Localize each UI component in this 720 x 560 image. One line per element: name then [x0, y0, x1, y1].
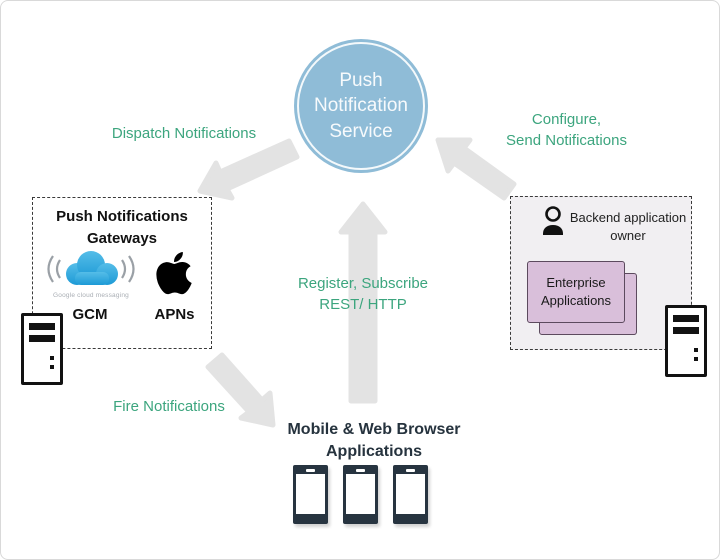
server-led	[50, 356, 54, 360]
phone-speaker	[406, 469, 415, 472]
gcm-label: GCM	[72, 306, 108, 323]
gateways-box-title: Push Notifications Gateways	[56, 208, 188, 247]
enterprise-applications-label: Enterprise Applications	[540, 275, 612, 308]
phone-speaker	[356, 469, 365, 472]
circle-inner-ring	[297, 42, 425, 170]
gateways-box: Push Notifications Gateways Google cloud…	[32, 197, 212, 349]
push-notification-service-node: Push Notification Service	[294, 39, 428, 173]
phone-icon	[343, 465, 378, 524]
server-bar	[29, 335, 55, 342]
server-led	[694, 357, 698, 361]
dispatch-notifications-label: Dispatch Notifications	[111, 125, 257, 142]
server-led	[50, 365, 54, 369]
enterprise-app-card: Enterprise Applications	[527, 261, 625, 323]
register-subscribe-label: Register, Subscribe REST/ HTTP	[297, 275, 429, 313]
phone-screen	[396, 474, 425, 514]
gcm-cloud-icon	[47, 251, 135, 285]
phone-speaker	[306, 469, 315, 472]
configure-send-notifications-label: Configure, Send Notifications	[506, 111, 627, 149]
server-bar	[29, 323, 55, 330]
apple-icon	[156, 252, 192, 295]
dispatch-arrow-icon	[197, 138, 300, 201]
phone-icon	[393, 465, 428, 524]
backend-owner-label: Backend application owner	[569, 210, 687, 243]
server-bar	[673, 327, 699, 334]
backend-box: Backend application owner Enterprise App…	[510, 196, 692, 350]
mobile-apps-title: Mobile & Web Browser Applications	[287, 421, 461, 460]
user-icon	[543, 206, 563, 235]
backend-server-icon	[665, 305, 707, 377]
fire-notifications-label: Fire Notifications	[113, 398, 225, 415]
phone-screen	[346, 474, 375, 514]
phone-screen	[296, 474, 325, 514]
apns-label: APNs	[154, 306, 195, 323]
server-bar	[673, 315, 699, 322]
server-led	[694, 348, 698, 352]
gcm-subtext: Google cloud messaging	[53, 292, 129, 299]
phone-icon	[293, 465, 328, 524]
gateway-server-icon	[21, 313, 63, 385]
